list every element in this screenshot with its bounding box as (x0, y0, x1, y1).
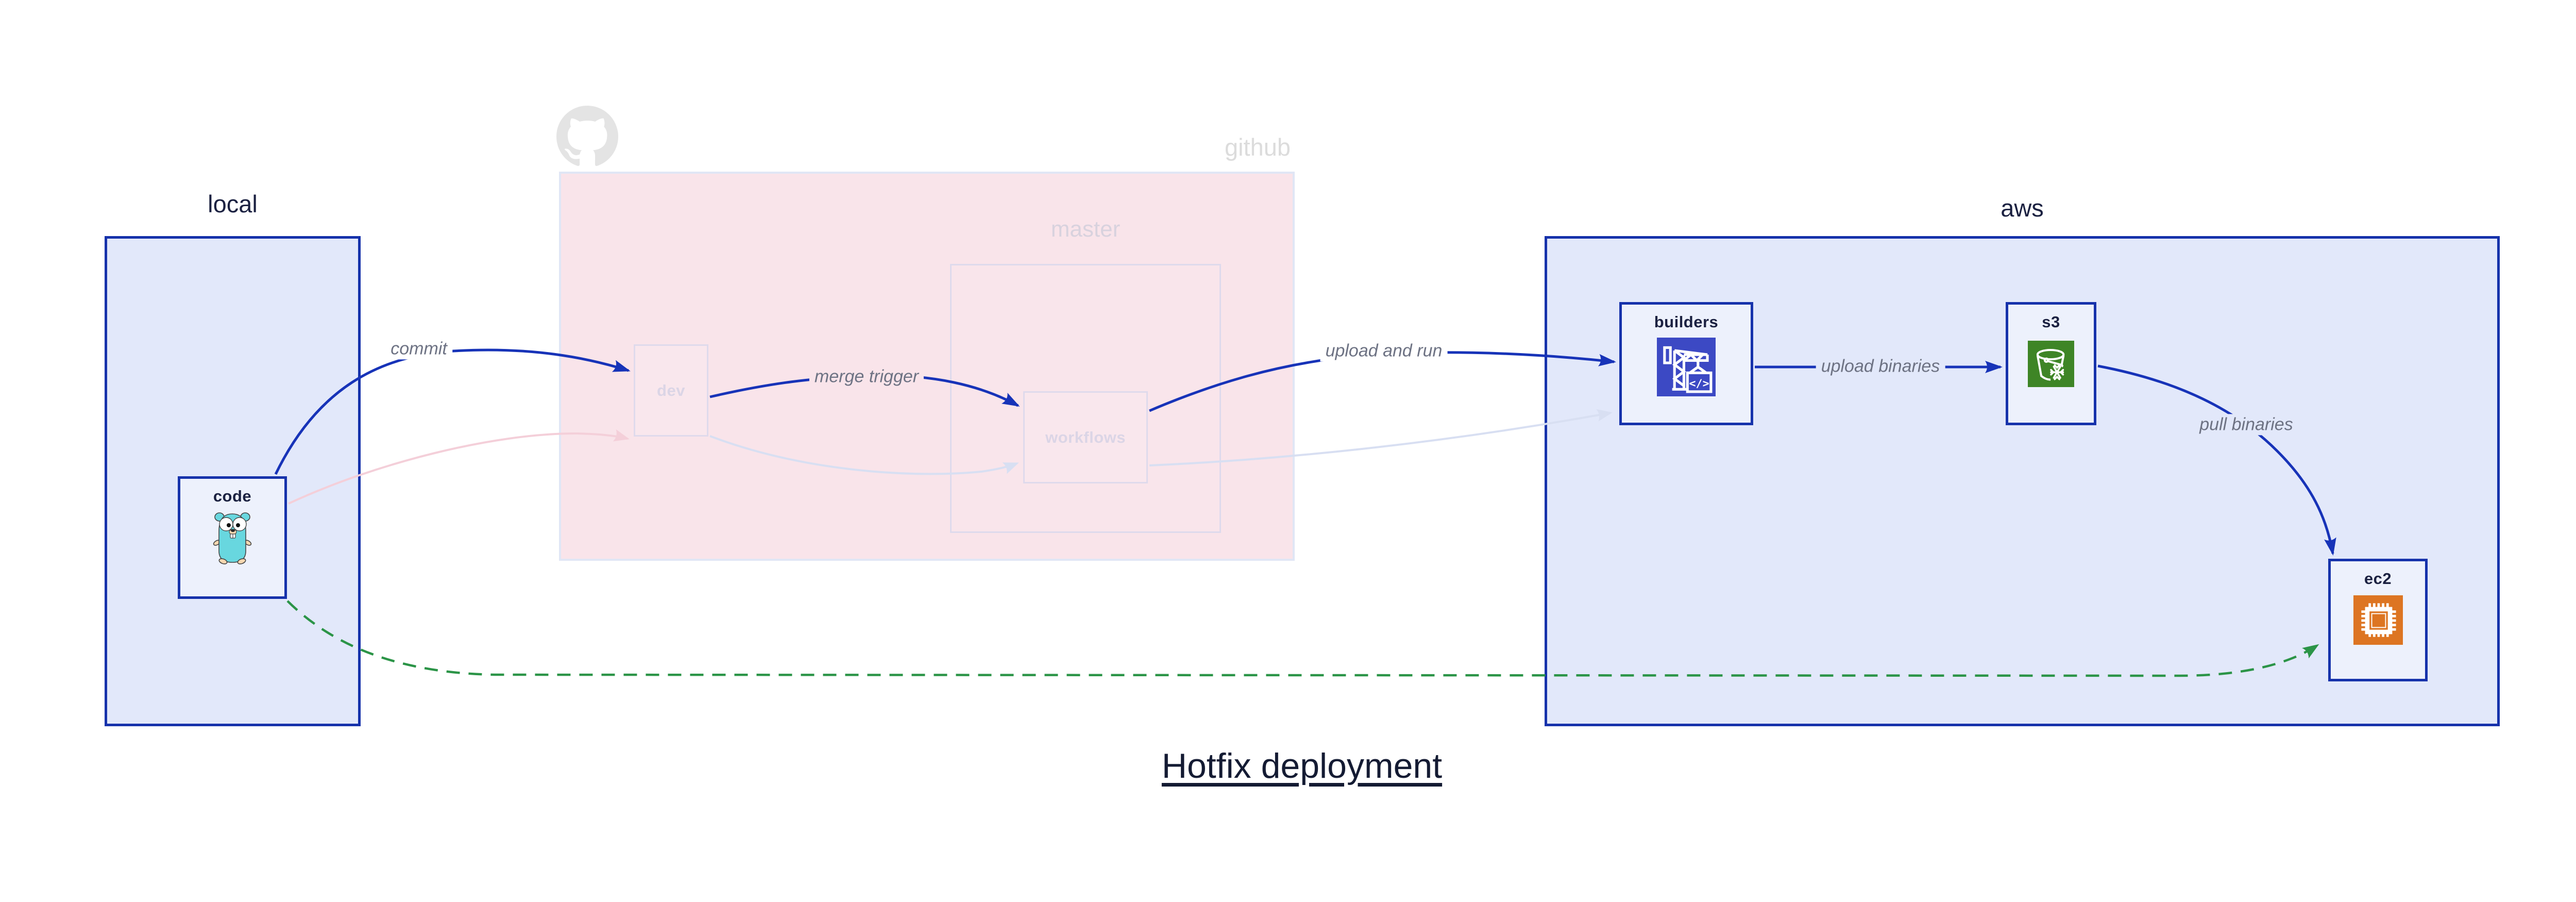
edge-label-merge-trigger: merge trigger (809, 366, 924, 388)
node-workflows: workflows (1023, 391, 1148, 483)
node-builders: builders </> (1619, 302, 1753, 425)
s3-glacier-bucket-icon (2028, 341, 2074, 387)
node-ec2-label: ec2 (2364, 570, 2392, 588)
node-s3-label: s3 (2042, 313, 2060, 331)
github-group-label: github (1224, 133, 1291, 161)
node-workflows-label: workflows (1045, 428, 1126, 446)
node-s3: s3 (2006, 302, 2096, 425)
node-code: code (178, 476, 287, 599)
node-code-label: code (213, 487, 252, 505)
node-ec2: ec2 (2328, 559, 2428, 681)
master-branch-label: master (1050, 216, 1121, 242)
diagram-title: Hotfix deployment (1161, 746, 1443, 786)
node-dev-label: dev (657, 381, 685, 399)
node-builders-label: builders (1654, 313, 1719, 331)
aws-group-label: aws (2001, 194, 2044, 222)
ec2-chip-icon (2353, 595, 2403, 645)
edge-label-upload-and-run: upload and run (1320, 340, 1448, 362)
edge-label-pull-binaries: pull binaries (2194, 414, 2298, 436)
go-gopher-icon (213, 512, 252, 564)
svg-text:</>: </> (1689, 377, 1709, 390)
edge-label-upload-binaries: upload binaries (1816, 356, 1945, 377)
edge-label-commit: commit (385, 338, 452, 360)
node-dev: dev (634, 344, 708, 437)
codebuild-crane-icon: </> (1657, 338, 1716, 396)
local-group-label: local (208, 190, 258, 218)
github-octocat-icon (556, 106, 618, 166)
